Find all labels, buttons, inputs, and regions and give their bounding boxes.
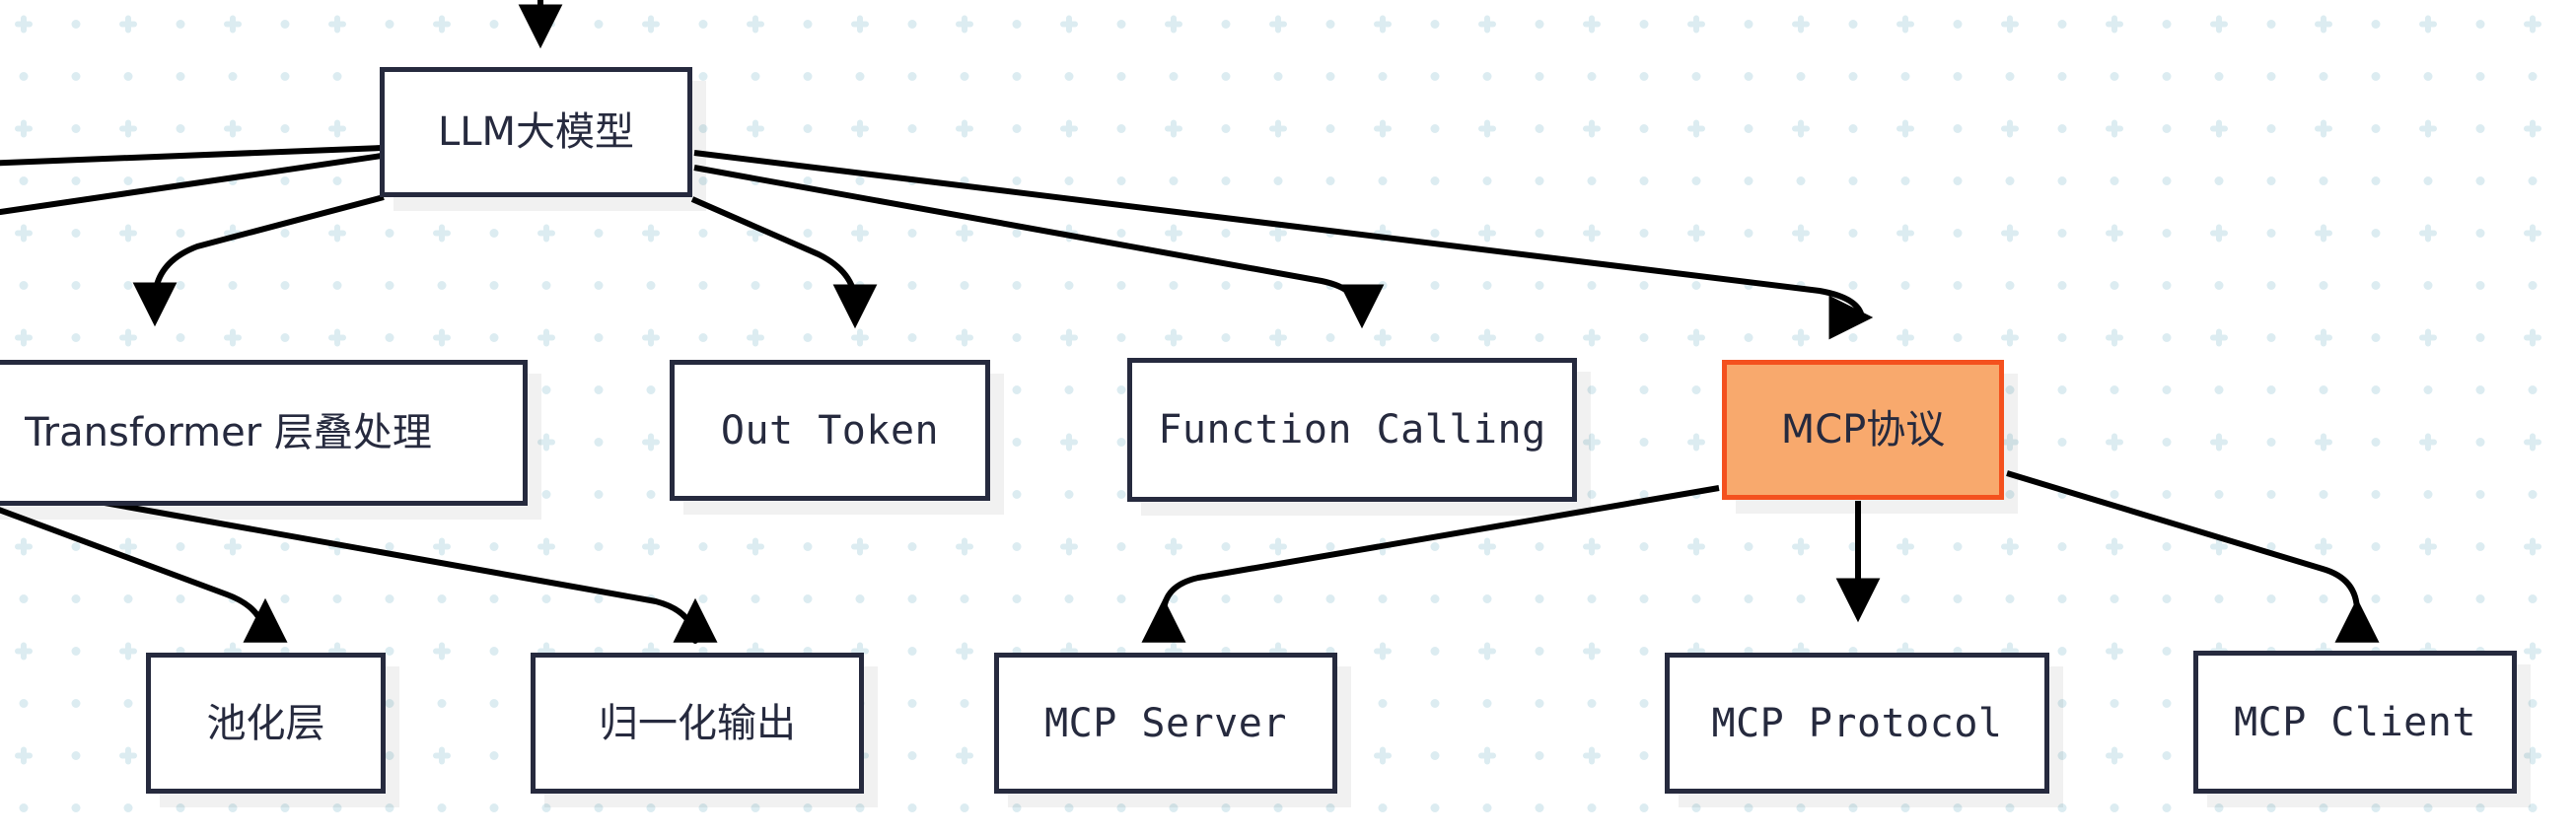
node-out-token[interactable]: Out Token <box>670 360 990 501</box>
node-llm[interactable]: LLM大模型 <box>380 67 692 197</box>
node-pooling-layer[interactable]: 池化层 <box>146 653 386 794</box>
node-normalize-output-label: 归一化输出 <box>599 700 796 746</box>
node-transformer-label: Transformer 层叠处理 <box>25 410 432 455</box>
node-mcp-server-label: MCP Server <box>1044 700 1287 746</box>
node-transformer[interactable]: Transformer 层叠处理 <box>0 360 528 506</box>
node-mcp-protocol-cn-label: MCP协议 <box>1780 407 1946 453</box>
node-mcp-server[interactable]: MCP Server <box>994 653 1337 794</box>
node-mcp-protocol-label: MCP Protocol <box>1711 700 2003 746</box>
node-pooling-layer-label: 池化层 <box>206 700 325 746</box>
node-mcp-client-label: MCP Client <box>2234 699 2476 745</box>
node-mcp-protocol-cn[interactable]: MCP协议 <box>1722 360 2004 500</box>
node-function-calling-label: Function Calling <box>1158 407 1546 453</box>
node-mcp-client[interactable]: MCP Client <box>2193 651 2517 794</box>
node-out-token-label: Out Token <box>720 407 940 453</box>
node-llm-label: LLM大模型 <box>437 109 635 155</box>
node-function-calling[interactable]: Function Calling <box>1127 358 1577 502</box>
node-normalize-output[interactable]: 归一化输出 <box>531 653 864 794</box>
node-mcp-protocol[interactable]: MCP Protocol <box>1665 653 2049 794</box>
